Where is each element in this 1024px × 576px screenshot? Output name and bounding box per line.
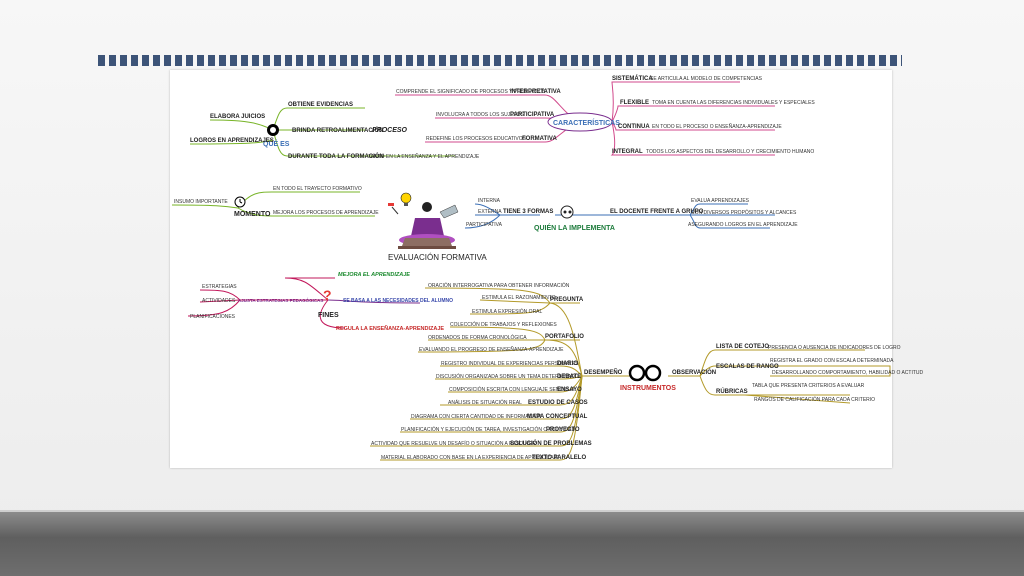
momento-trayecto: EN TODO EL TRAYECTO FORMATIVO bbox=[273, 186, 362, 192]
inst-proyecto-d0: PLANIFICACIÓN Y EJECUCIÓN DE TAREA, INVE… bbox=[401, 426, 575, 433]
wall-floor-edge bbox=[0, 510, 1024, 513]
caracteristicas-node: CARACTERÍSTICAS bbox=[553, 118, 620, 127]
logros-aprendizajes: LOGROS EN APRENDIZAJES bbox=[190, 138, 274, 144]
car-integral-detail: TODOS LOS ASPECTOS DEL DESARROLLO Y CREC… bbox=[646, 149, 814, 155]
momento-node: MOMENTO bbox=[234, 211, 271, 218]
inst-estudio-casos-d0: ANÁLISIS DE SITUACIÓN REAL bbox=[448, 399, 522, 406]
car-formativa-detail: REDEFINE LOS PROCESOS EDUCATIVOS bbox=[426, 136, 527, 142]
inst-solucion-problemas-d0: ACTIVIDAD QUE RESUELVE UN DESAFÍO O SITU… bbox=[371, 440, 536, 447]
proceso-label: PROCESO bbox=[372, 127, 408, 134]
forma-participativa: PARTICIPATIVA bbox=[466, 222, 503, 228]
inst-diario: DIARIO bbox=[557, 361, 578, 367]
docente-propositos: CON DIVERSOS PROPÓSITOS Y ALCANCES bbox=[691, 209, 797, 216]
fines-node: FINES bbox=[318, 312, 339, 319]
car-sistematica: SISTEMÁTICA bbox=[612, 75, 653, 82]
car-participativa-detail: INVOLUCRA A TODOS LOS SUJETOS bbox=[436, 112, 524, 118]
tiene-3-formas: TIENE 3 FORMAS bbox=[503, 209, 553, 215]
obs-rubricas-d1: RANGOS DE CALIFICACIÓN PARA CADA CRITERI… bbox=[754, 396, 875, 403]
forma-interna: INTERNA bbox=[478, 198, 501, 204]
forma-externa: EXTERNA bbox=[478, 209, 502, 215]
inst-pregunta-d2: ESTIMULA EXPRESIÓN ORAL bbox=[472, 308, 543, 315]
inst-mapa-conceptual: MAPA CONCEPTUAL bbox=[527, 414, 588, 420]
elabora-juicios: ELABORA JUICIOS bbox=[210, 114, 265, 120]
car-continua-detail: EN TODO EL PROCESO O ENSEÑANZA-APRENDIZA… bbox=[652, 123, 782, 130]
car-integral: INTEGRAL bbox=[612, 149, 643, 155]
inst-diario-d0: REGISTRO INDIVIDUAL DE EXPERIENCIAS PERS… bbox=[441, 361, 579, 367]
desempeno-label: DESEMPEÑO bbox=[584, 369, 623, 376]
inst-pregunta: PREGUNTA bbox=[550, 297, 584, 303]
inst-texto-paralelo: TEXTO PARALELO bbox=[532, 455, 586, 461]
laptop-icon bbox=[439, 204, 459, 219]
implementa-node: QUIÉN LA IMPLEMENTA bbox=[534, 223, 615, 232]
que-es-branch-retro: BRINDA RETROALIMENTACIÓN bbox=[292, 126, 383, 134]
obs-escalas-rango: ESCALAS DE RANGO bbox=[716, 364, 779, 370]
fines-mejora: MEJORA EL APRENDIZAJE bbox=[338, 272, 410, 278]
que-es-tanto: TANTO EN LA ENSEÑANZA Y EL APRENDIZAJE bbox=[368, 153, 480, 160]
fines-regula: REGULA LA ENSEÑANZA-APRENDIZAJE bbox=[336, 325, 444, 332]
fines-actividades: ACTIVIDADES bbox=[202, 298, 236, 304]
obs-lista-cotejo-d0: PRESENCIA O AUSENCIA DE INDICADORES DE L… bbox=[768, 345, 901, 351]
mind-map-board bbox=[170, 70, 892, 468]
que-es-node: QUÉ ES bbox=[263, 139, 290, 148]
car-formativa: FORMATIVA bbox=[522, 136, 557, 142]
car-sistematica-detail: SE ARTICULA AL MODELO DE COMPETENCIAS bbox=[650, 76, 763, 82]
inst-ensayo: ENSAYO bbox=[557, 387, 582, 393]
inst-portafolio-d0: COLECCIÓN DE TRABAJOS Y REFLEXIONES bbox=[450, 321, 557, 328]
inst-debate: DEBATE bbox=[557, 374, 581, 380]
inst-solucion-problemas: SOLUCIÓN DE PROBLEMAS bbox=[510, 439, 592, 447]
central-figure-icon bbox=[388, 192, 459, 249]
inst-ensayo-d0: COMPOSICIÓN ESCRITA CON LENGUAJE SENCILL… bbox=[449, 386, 574, 393]
car-interpretativa: INTERPRETATIVA bbox=[510, 89, 561, 95]
docente-asegurando: ASEGURANDO LOGROS EN EL APRENDIZAJE bbox=[688, 222, 798, 228]
inst-estudio-casos: ESTUDIO DE CASOS bbox=[528, 400, 588, 406]
decorative-stripe bbox=[98, 55, 902, 66]
momento-mejora: MEJORA LOS PROCESOS DE APRENDIZAJE bbox=[273, 210, 379, 216]
floor bbox=[0, 512, 1024, 576]
obs-rubricas-d0: TABLA QUE PRESENTA CRITERIOS A EVALUAR bbox=[752, 383, 865, 389]
fines-planificaciones: PLANIFICACIONES bbox=[190, 314, 236, 320]
car-participativa: PARTICIPATIVA bbox=[510, 112, 555, 118]
obs-rubricas: RÚBRICAS bbox=[716, 388, 748, 395]
glasses-icon bbox=[628, 364, 646, 382]
car-flexible-detail: TOMA EN CUENTA LAS DIFERENCIAS INDIVIDUA… bbox=[652, 100, 815, 106]
inst-pregunta-d0: ORACIÓN INTERROGATIVA PARA OBTENER INFOR… bbox=[428, 282, 570, 289]
question-mark-icon: ? bbox=[323, 287, 332, 303]
central-title: EVALUACIÓN FORMATIVA bbox=[388, 253, 487, 262]
que-es-branch-evidencias: OBTIENE EVIDENCIAS bbox=[288, 102, 353, 108]
car-interpretativa-detail: COMPRENDE EL SIGNIFICADO DE PROCESOS Y P… bbox=[396, 89, 546, 95]
inst-portafolio-d2: EVALUANDO EL PROGRESO DE ENSEÑANZA-APREN… bbox=[419, 346, 564, 353]
inst-pregunta-d1: ESTIMULA EL RAZONAMIENTO bbox=[482, 295, 556, 301]
inst-mapa-conceptual-d0: DIAGRAMA CON CIERTA CANTIDAD DE INFORMAC… bbox=[411, 413, 541, 420]
fines-estrategias: ESTRATEGIAS bbox=[202, 284, 237, 290]
inst-portafolio-d1: ORDENADOS DE FORMA CRONOLÓGICA bbox=[428, 334, 527, 341]
fines-ajusta: AJUSTA ESTRATEGIAS PEDAGÓGICAS bbox=[238, 296, 323, 303]
que-es-branch-formacion: DURANTE TODA LA FORMACIÓN bbox=[288, 152, 384, 160]
inst-proyecto: PROYECTO bbox=[546, 427, 580, 433]
observacion-label: OBSERVACIÓN bbox=[672, 368, 716, 376]
car-continua: CONTINUA bbox=[618, 124, 650, 130]
instrumentos-node: INSTRUMENTOS bbox=[620, 385, 676, 392]
obs-lista-cotejo: LISTA DE COTEJO bbox=[716, 344, 769, 350]
car-flexible: FLEXIBLE bbox=[620, 100, 649, 106]
docente-evalua: EVALUA APRENDIZAJES bbox=[691, 198, 750, 204]
insumo-importante: INSUMO IMPORTANTE bbox=[174, 199, 228, 205]
inst-portafolio: PORTAFOLIO bbox=[545, 334, 584, 340]
fines-necesidades: SE BASA A LAS NECESIDADES DEL ALUMNO bbox=[343, 298, 453, 304]
inst-debate-d0: DISCUSIÓN ORGANIZADA SOBRE UN TEMA DETER… bbox=[436, 373, 579, 380]
obs-escalas-rango-d1: DESARROLLANDO COMPORTAMIENTO, HABILIDAD … bbox=[772, 370, 924, 376]
docente-frente: EL DOCENTE FRENTE A GRUPO bbox=[610, 209, 704, 215]
lightbulb-icon bbox=[400, 192, 412, 204]
obs-escalas-rango-d0: REGISTRA EL GRADO CON ESCALA DETERMINADA bbox=[770, 358, 894, 364]
inst-texto-paralelo-d0: MATERIAL ELABORADO CON BASE EN LA EXPERI… bbox=[381, 455, 560, 461]
